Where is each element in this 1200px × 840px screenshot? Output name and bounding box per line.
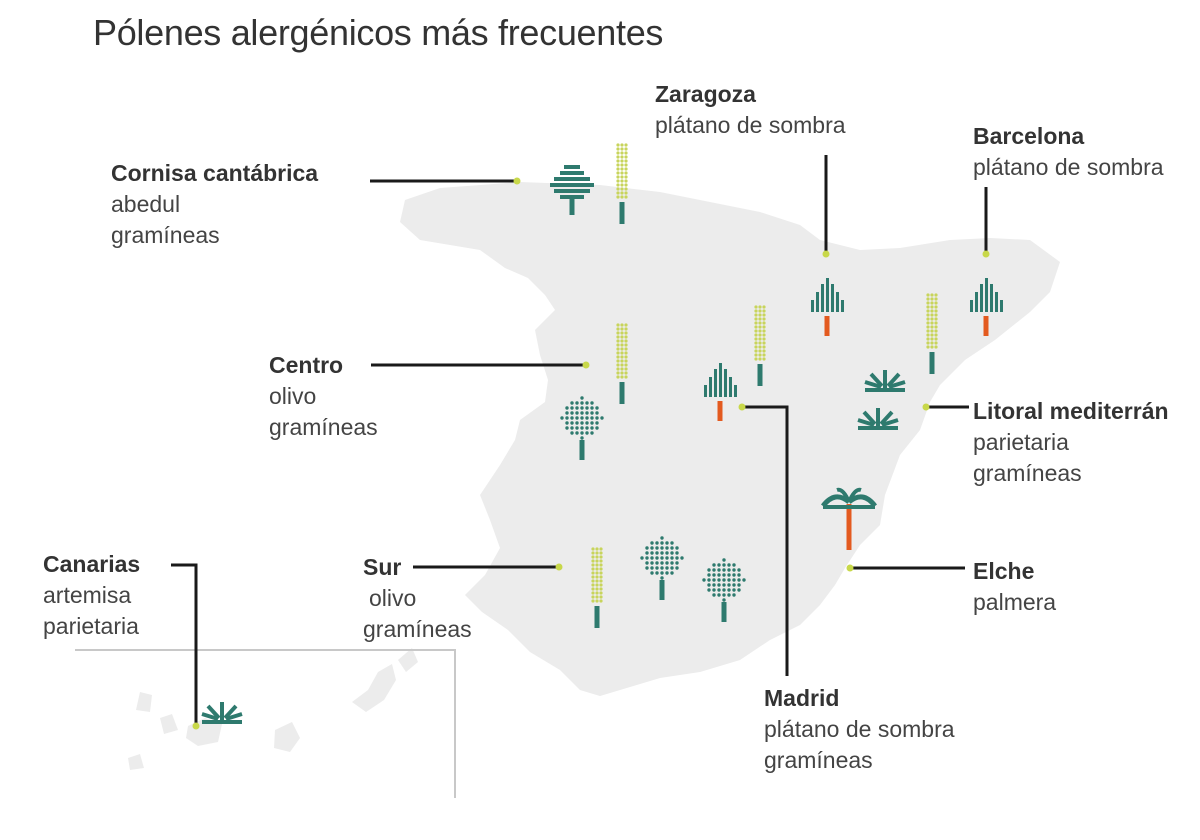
pollen-icons <box>201 143 1003 724</box>
pollen-centro-1: olivo <box>269 383 317 409</box>
pollen-centro-2: gramíneas <box>269 414 378 440</box>
location-dot-litoral <box>922 403 930 411</box>
label-litoral: Litoral mediterrán parietaria gramíneas <box>973 396 1200 489</box>
region-name-cornisa: Cornisa cantábrica <box>111 160 319 186</box>
pollen-sur-1: olivo <box>369 585 417 611</box>
parietaria-pollen-icon <box>201 702 243 724</box>
location-dot-elche <box>846 564 854 572</box>
grass-pollen-icon <box>591 547 603 628</box>
pollen-cornisa-1: abedul <box>111 191 181 217</box>
region-name-barcelona: Barcelona <box>973 123 1085 149</box>
canarias-inset-frame <box>75 649 456 798</box>
plane-pollen-icon <box>970 278 1003 336</box>
label-canarias: Canarias artemisa parietaria <box>43 549 140 642</box>
pollen-canarias-1: artemisa <box>43 582 132 608</box>
pollen-elche-1: palmera <box>973 589 1057 615</box>
pollen-madrid-1: plátano de sombra <box>764 716 955 742</box>
pollen-litoral-2: gramíneas <box>973 460 1082 486</box>
map-title: Pólenes alergénicos más frecuentes <box>93 12 664 53</box>
location-dot-sur <box>555 563 563 571</box>
region-name-sur: Sur <box>363 554 402 580</box>
olive-pollen-icon <box>702 558 746 622</box>
grass-pollen-icon <box>926 293 938 374</box>
birch-pollen-icon <box>550 165 594 215</box>
leader-line-madrid <box>742 405 789 676</box>
label-zaragoza: Zaragoza plátano de sombra <box>655 79 846 141</box>
label-elche: Elche palmera <box>973 556 1056 618</box>
canary-island-3 <box>128 754 144 770</box>
region-name-elche: Elche <box>973 558 1035 584</box>
iberian-peninsula-shape <box>400 182 1060 696</box>
grass-pollen-icon <box>754 305 766 386</box>
location-dot-madrid <box>738 403 746 411</box>
canary-island-7 <box>398 648 418 672</box>
region-name-canarias: Canarias <box>43 551 141 577</box>
plane-pollen-icon <box>811 278 844 336</box>
grass-pollen-icon <box>616 323 628 404</box>
olive-pollen-icon <box>560 396 604 460</box>
label-cornisa: Cornisa cantábrica abedul gramíneas <box>111 158 318 251</box>
leader-line-canarias <box>171 563 198 726</box>
region-name-madrid: Madrid <box>764 685 840 711</box>
location-dot-centro <box>582 361 590 369</box>
label-barcelona: Barcelona plátano de sombra <box>973 121 1164 183</box>
parietaria-pollen-icon <box>864 370 906 392</box>
pollen-sur-2: gramíneas <box>363 616 472 642</box>
canary-island-5 <box>274 722 300 752</box>
pollen-cornisa-2: gramíneas <box>111 222 220 248</box>
pollen-barcelona-1: plátano de sombra <box>973 154 1164 180</box>
olive-pollen-icon <box>640 536 684 600</box>
location-dot-barcelona <box>982 250 990 258</box>
parietaria-pollen-icon <box>857 408 899 430</box>
label-madrid: Madrid plátano de sombra gramíneas <box>764 683 955 776</box>
canary-island-2 <box>160 714 178 734</box>
label-sur: Sur olivo gramíneas <box>363 552 472 645</box>
palm-pollen-icon <box>821 487 877 550</box>
grass-pollen-icon <box>616 143 628 224</box>
label-centro: Centro olivo gramíneas <box>269 350 378 443</box>
region-name-zaragoza: Zaragoza <box>655 81 756 107</box>
plane-pollen-icon <box>704 363 737 421</box>
pollen-zaragoza-1: plátano de sombra <box>655 112 846 138</box>
region-name-centro: Centro <box>269 352 344 378</box>
leader-lines <box>171 155 990 730</box>
region-name-litoral: Litoral mediterrán <box>973 398 1169 424</box>
pollen-litoral-1: parietaria <box>973 429 1069 455</box>
canary-island-6 <box>352 664 396 712</box>
location-dot-zaragoza <box>822 250 830 258</box>
location-dot-canarias <box>192 722 200 730</box>
location-dot-cornisa <box>513 177 521 185</box>
pollen-canarias-2: parietaria <box>43 613 139 639</box>
pollen-madrid-2: gramíneas <box>764 747 873 773</box>
spain-landmass <box>75 182 1060 798</box>
canary-island-1 <box>136 692 152 712</box>
